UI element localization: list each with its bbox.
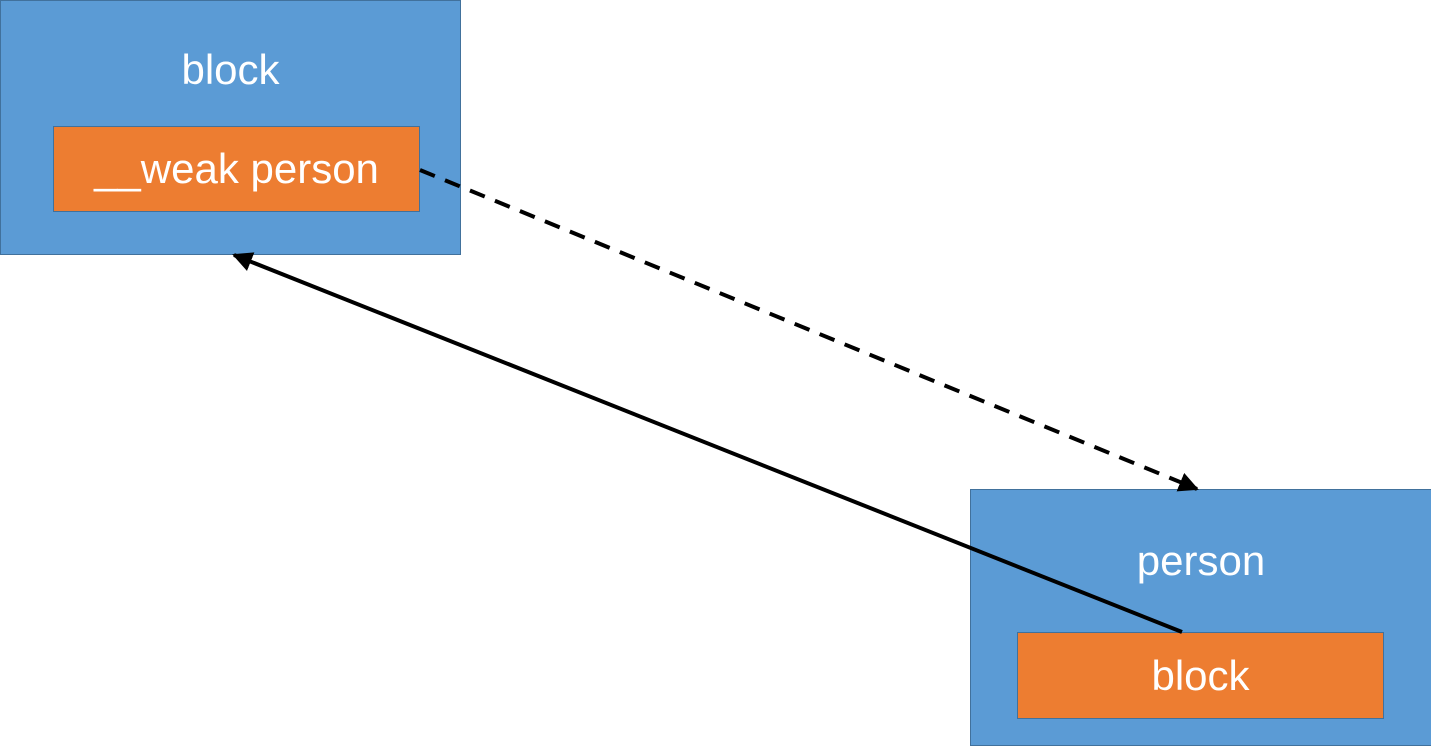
person-object-title: person (1136, 537, 1266, 584)
weak-person-field: __weak person (53, 126, 420, 212)
block-object-title: block (181, 46, 280, 93)
weak-reference-arrow (419, 168, 1199, 492)
block-field: block (1017, 632, 1384, 719)
